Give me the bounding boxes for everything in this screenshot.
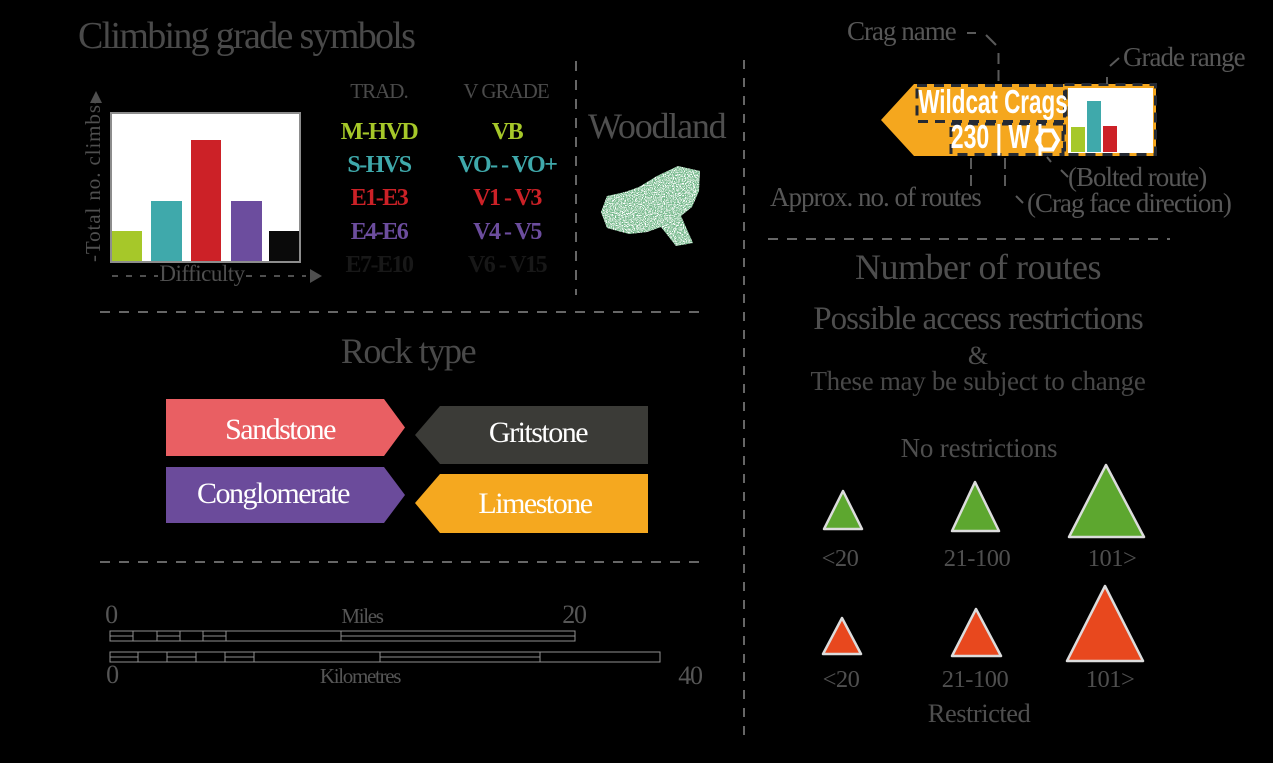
svg-text:&: & bbox=[968, 341, 988, 370]
svg-text:No restrictions: No restrictions bbox=[901, 433, 1058, 463]
svg-text:Number of routes: Number of routes bbox=[855, 247, 1101, 287]
svg-text:Restricted: Restricted bbox=[928, 698, 1031, 728]
svg-text:Gritstone: Gritstone bbox=[489, 416, 588, 449]
svg-text:M-HVD: M-HVD bbox=[341, 119, 419, 145]
svg-text:<20: <20 bbox=[823, 666, 860, 693]
svg-text:Crag name: Crag name bbox=[847, 16, 957, 46]
svg-text:101>: 101> bbox=[1088, 545, 1137, 572]
svg-text:Miles: Miles bbox=[341, 604, 383, 628]
svg-text:Limestone: Limestone bbox=[478, 487, 592, 520]
svg-text:VO- - VO+: VO- - VO+ bbox=[458, 152, 558, 178]
svg-text:-Total no. climbs-: -Total no. climbs- bbox=[81, 96, 105, 262]
svg-text:Rock type: Rock type bbox=[341, 331, 476, 371]
svg-text:Grade range: Grade range bbox=[1123, 42, 1246, 72]
svg-text:0: 0 bbox=[105, 600, 118, 629]
svg-text:Wildcat Crags: Wildcat Crags bbox=[918, 83, 1067, 120]
svg-text:V6 - V15: V6 - V15 bbox=[468, 252, 548, 278]
svg-text:(Crag face direction): (Crag face direction) bbox=[1027, 188, 1231, 218]
svg-text:40: 40 bbox=[678, 661, 703, 690]
svg-text:20: 20 bbox=[562, 600, 587, 629]
svg-text:Possible access restrictions: Possible access restrictions bbox=[813, 301, 1143, 337]
svg-text:S-HVS: S-HVS bbox=[347, 152, 411, 178]
svg-text:Conglomerate: Conglomerate bbox=[197, 477, 350, 510]
svg-text:VB: VB bbox=[492, 119, 524, 145]
svg-text:230 | W |: 230 | W | bbox=[951, 119, 1043, 156]
svg-text:Kilometres: Kilometres bbox=[320, 664, 401, 688]
svg-text:TRAD.: TRAD. bbox=[350, 79, 407, 103]
svg-text:V1 - V3: V1 - V3 bbox=[473, 185, 542, 211]
svg-text:Sandstone: Sandstone bbox=[225, 413, 336, 446]
svg-text:Difficulty: Difficulty bbox=[159, 261, 245, 286]
svg-text:Approx. no. of routes: Approx. no. of routes bbox=[770, 182, 981, 212]
svg-text:These may be subject to change: These may be subject to change bbox=[810, 366, 1145, 396]
svg-text:21-100: 21-100 bbox=[942, 666, 1009, 693]
svg-text:E1-E3: E1-E3 bbox=[351, 185, 409, 211]
svg-text:E4-E6: E4-E6 bbox=[351, 219, 409, 245]
svg-text:<20: <20 bbox=[822, 545, 859, 572]
svg-text:E7-E10: E7-E10 bbox=[345, 252, 414, 278]
svg-text:101>: 101> bbox=[1086, 666, 1135, 693]
svg-text:Woodland: Woodland bbox=[588, 106, 727, 146]
svg-text:(Bolted route): (Bolted route) bbox=[1068, 162, 1206, 192]
svg-text:0: 0 bbox=[106, 660, 119, 689]
svg-text:V GRADE: V GRADE bbox=[463, 79, 549, 103]
svg-text:21-100: 21-100 bbox=[944, 545, 1011, 572]
svg-text:Climbing grade symbols: Climbing grade symbols bbox=[78, 15, 415, 57]
svg-text:V4 - V5: V4 - V5 bbox=[473, 219, 542, 245]
